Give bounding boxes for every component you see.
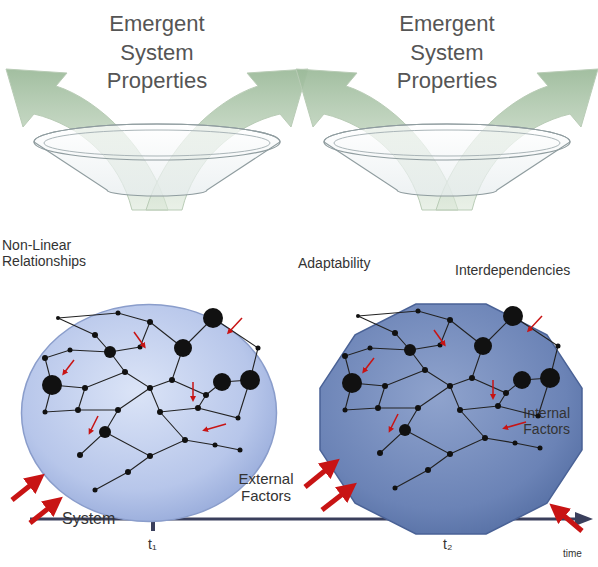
emergent-heading: Emergent System Properties xyxy=(92,10,222,96)
node-label: Non-Linear Relationships xyxy=(2,237,112,269)
time-arrowhead xyxy=(575,512,593,526)
system-polygon: AdaptabilityInterdependenciesInternal Fa… xyxy=(318,302,584,536)
system-ellipse: Non-Linear Relationships xyxy=(20,303,278,523)
node-outline xyxy=(20,303,278,523)
network-graph xyxy=(342,306,561,491)
system-label: System xyxy=(62,510,115,528)
node-shape xyxy=(320,304,582,534)
time-mark: t₂ xyxy=(443,536,452,552)
emergent-heading: Emergent System Properties xyxy=(382,10,512,96)
external-factor-arrows xyxy=(12,465,582,531)
external-label: External Factors xyxy=(226,470,306,505)
time-mark: t₁ xyxy=(148,536,157,552)
axis-label: time xyxy=(563,548,582,560)
network-graph xyxy=(42,308,261,493)
node-label: Adaptability xyxy=(298,255,408,271)
node-label: Interdependencies xyxy=(455,262,585,278)
node-label: Internal Factors xyxy=(488,405,570,437)
node-shape xyxy=(22,305,277,522)
